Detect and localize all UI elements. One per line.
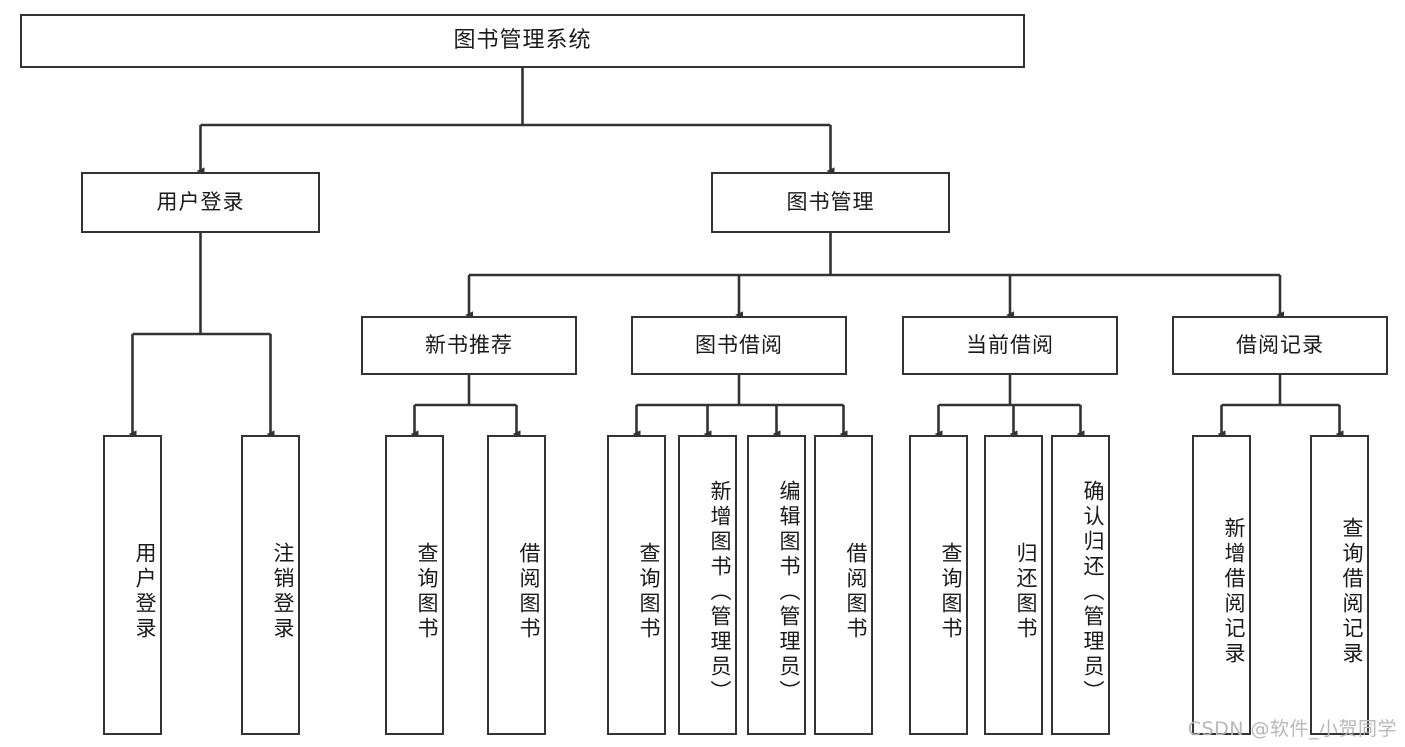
- node-l3_0[interactable]: 新书推荐: [361, 316, 577, 375]
- node-label: 当前借阅: [966, 332, 1054, 357]
- node-label: 查询图书: [415, 542, 439, 642]
- node-label: 注销登录: [271, 542, 295, 642]
- node-l3_1[interactable]: 图书借阅: [631, 316, 847, 375]
- node-label: 新书推荐: [425, 332, 513, 357]
- node-label: 归还图书: [1014, 542, 1038, 642]
- node-label: 图书管理系统: [453, 27, 592, 53]
- node-leaf_2[interactable]: 查询图书: [385, 435, 444, 735]
- node-leaf_0[interactable]: 用户登录: [103, 435, 162, 735]
- node-label: 用户登录: [133, 542, 157, 642]
- node-leaf_10[interactable]: 确认归还（管理员）: [1051, 435, 1110, 735]
- node-leaf_11[interactable]: 新增借阅记录: [1192, 435, 1251, 735]
- node-leaf_3[interactable]: 借阅图书: [487, 435, 546, 735]
- csdn-watermark: CSDN @软件_小贺同学: [1187, 718, 1397, 740]
- node-root[interactable]: 图书管理系统: [20, 14, 1025, 68]
- node-label: 借阅图书: [844, 542, 868, 642]
- node-label: 借阅记录: [1236, 332, 1324, 357]
- node-leaf_6[interactable]: 编辑图书（管理员）: [747, 435, 806, 735]
- node-label: 查询图书: [637, 542, 661, 642]
- node-l2_1[interactable]: 图书管理: [711, 172, 950, 233]
- node-leaf_9[interactable]: 归还图书: [984, 435, 1043, 735]
- edge-paths: [128, 68, 1344, 438]
- node-leaf_7[interactable]: 借阅图书: [814, 435, 873, 735]
- node-label: 查询图书: [939, 542, 963, 642]
- node-leaf_12[interactable]: 查询借阅记录: [1310, 435, 1369, 735]
- node-label: 借阅图书: [517, 542, 541, 642]
- node-label: 确认归还（管理员）: [1081, 479, 1105, 705]
- node-label: 图书借阅: [695, 332, 783, 357]
- node-label: 图书管理: [786, 189, 875, 214]
- node-l3_2[interactable]: 当前借阅: [902, 316, 1118, 375]
- node-label: 新增图书（管理员）: [708, 479, 732, 705]
- node-l2_0[interactable]: 用户登录: [81, 172, 320, 233]
- node-label: 查询借阅记录: [1340, 517, 1364, 667]
- node-leaf_8[interactable]: 查询图书: [909, 435, 968, 735]
- node-label: 用户登录: [156, 189, 245, 214]
- node-l3_3[interactable]: 借阅记录: [1172, 316, 1388, 375]
- node-label: 编辑图书（管理员）: [777, 479, 801, 705]
- node-leaf_4[interactable]: 查询图书: [607, 435, 666, 735]
- node-leaf_1[interactable]: 注销登录: [241, 435, 300, 735]
- node-label: 新增借阅记录: [1222, 517, 1246, 667]
- node-leaf_5[interactable]: 新增图书（管理员）: [678, 435, 737, 735]
